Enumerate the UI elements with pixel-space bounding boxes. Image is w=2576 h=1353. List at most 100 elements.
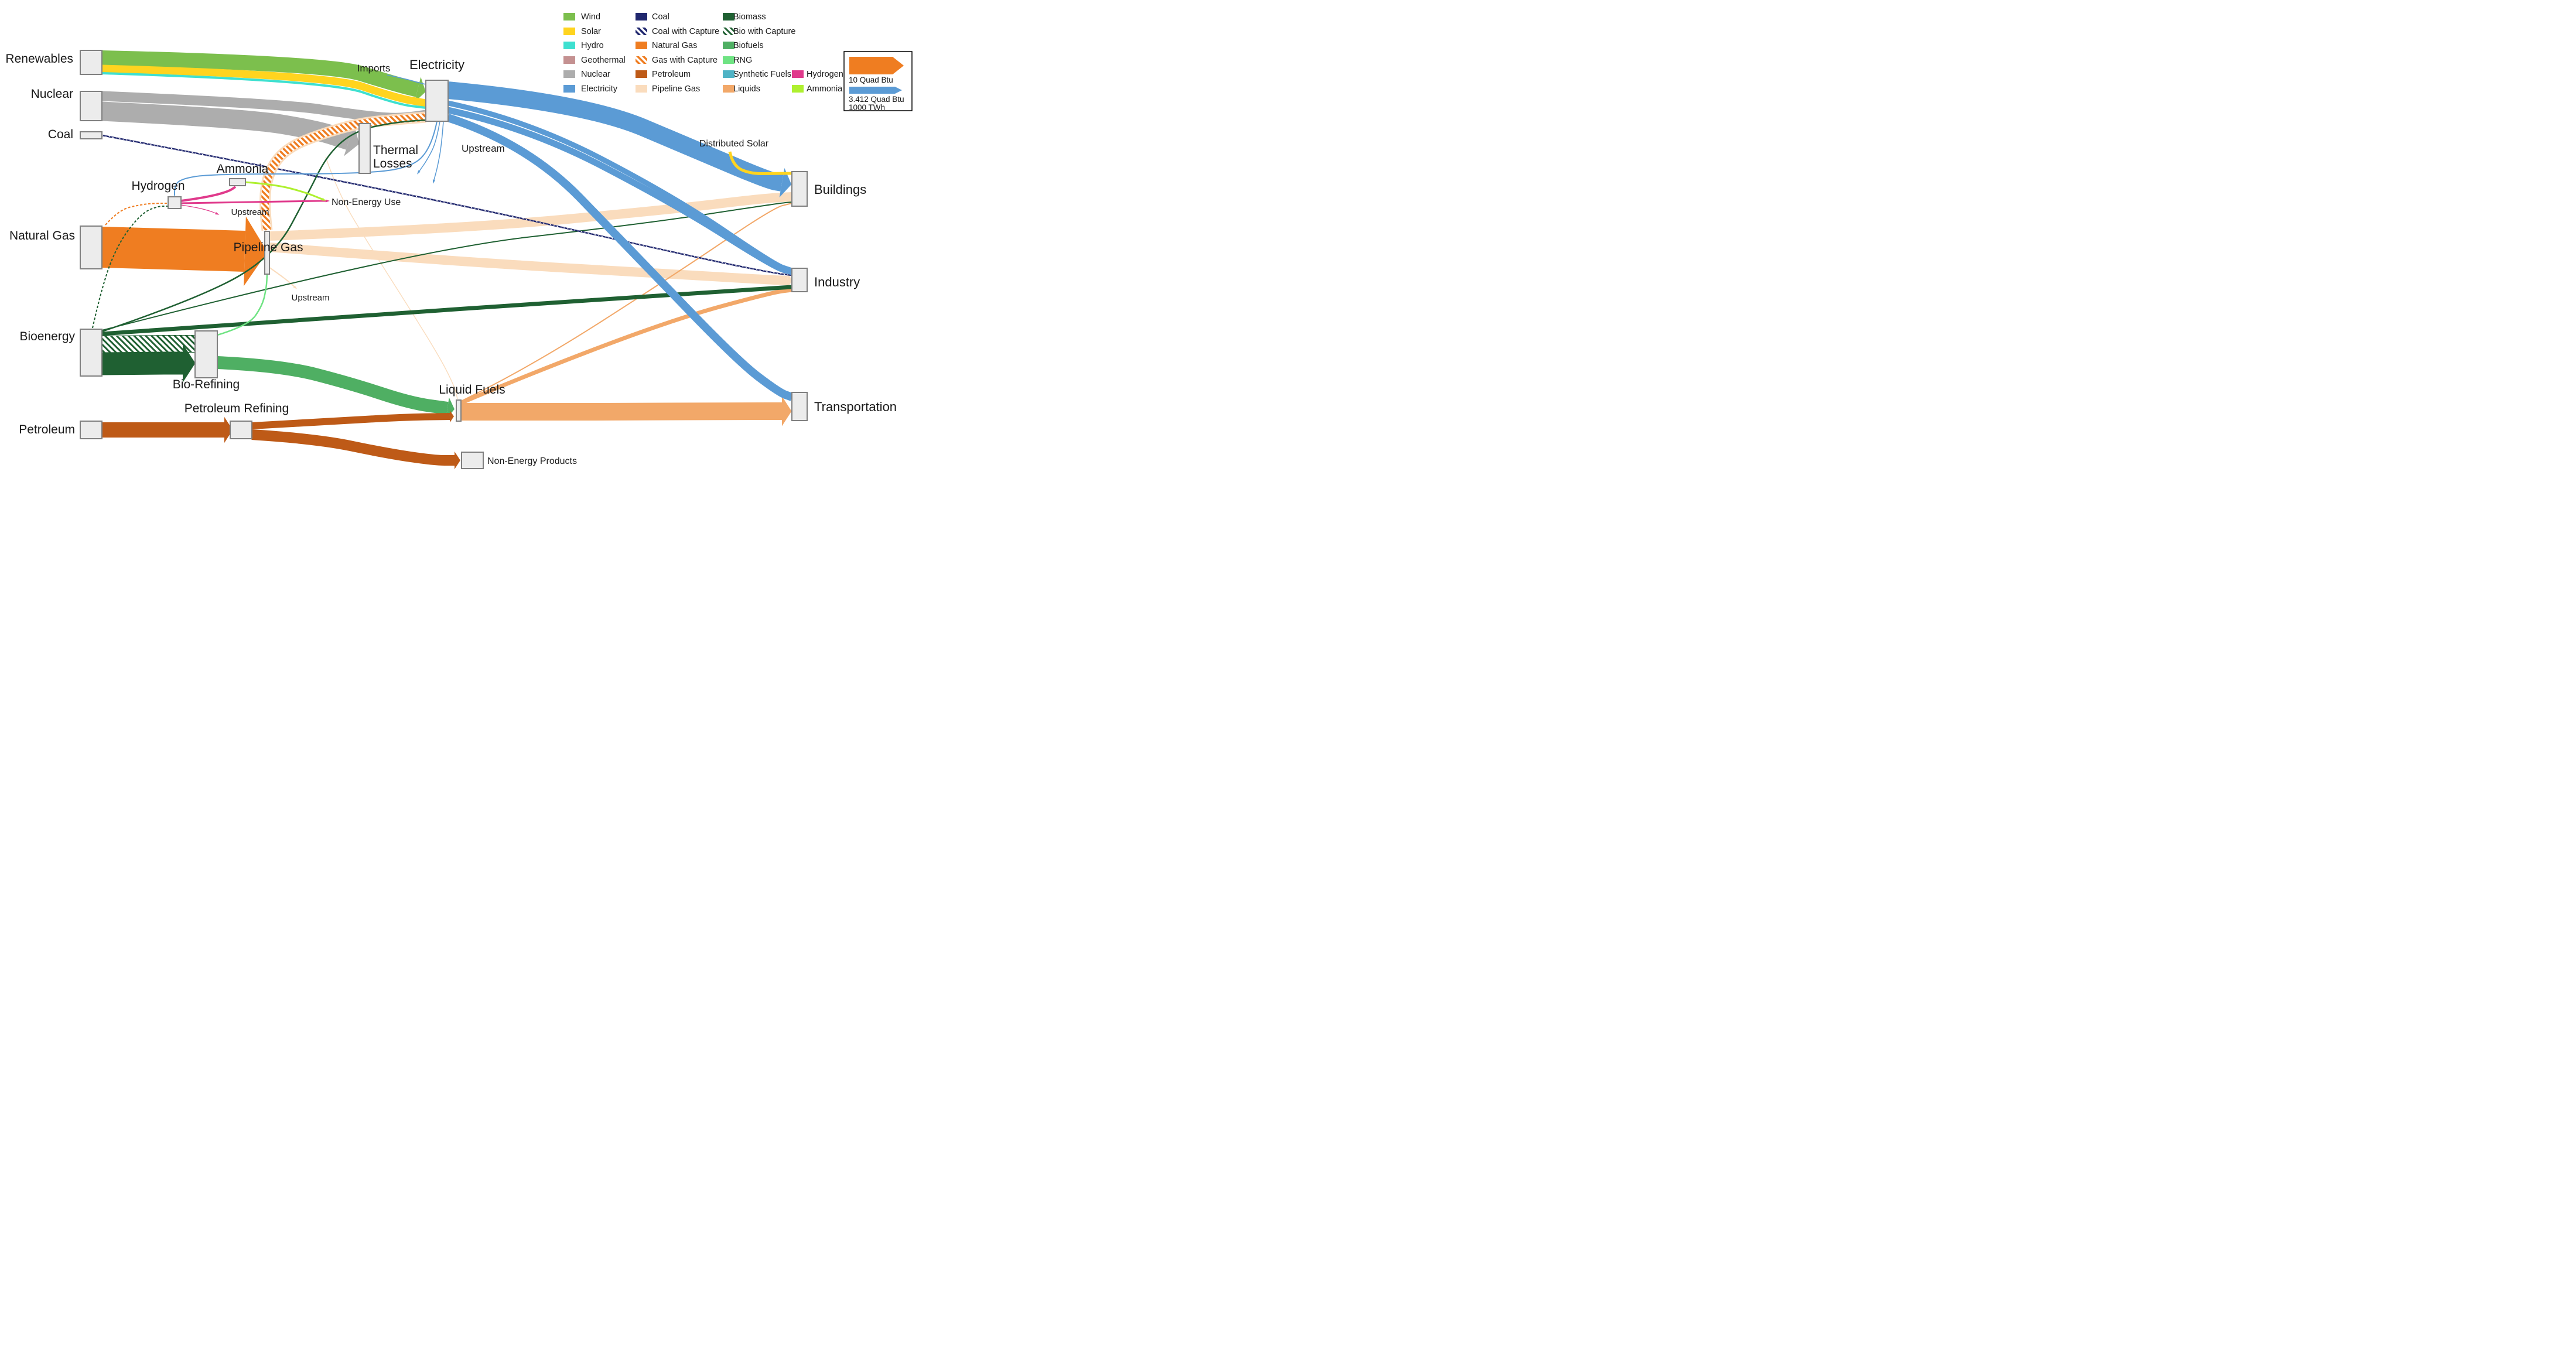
scale-label-quad: 10 Quad Btu — [849, 76, 893, 84]
legend-label: Gas with Capture — [652, 56, 718, 65]
legend-label: Natural Gas — [652, 41, 697, 50]
flow-pipeline-to-industry — [269, 242, 792, 289]
flow-electricity-to-hydrogen — [174, 121, 438, 196]
arrowhead — [322, 197, 326, 201]
legend-item-geothermal: Geothermal — [563, 56, 626, 65]
legend-label: Geothermal — [581, 56, 626, 65]
node-label-nuclear: Nuclear — [31, 87, 73, 101]
annotation-upstream-electricity-label: Upstream — [462, 143, 505, 154]
flow-natural-gas-to-hydrogen — [105, 203, 168, 226]
legend-item-bio-with-capture: Bio with Capture — [723, 27, 795, 36]
legend-swatch-icon — [723, 85, 734, 93]
node-label-bioenergy: Bioenergy — [19, 330, 75, 343]
node-non_energy_products — [461, 452, 484, 469]
flow-wind-to-electricity — [101, 50, 426, 102]
legend-label: Petroleum — [652, 70, 691, 79]
arrowhead — [779, 168, 792, 198]
node-label-transportation: Transportation — [814, 399, 897, 414]
legend-item-nuclear: Nuclear — [563, 70, 610, 79]
node-label-bio_refining: Bio-Refining — [173, 378, 240, 391]
node-label-petroleum: Petroleum — [19, 423, 75, 436]
legend-swatch-icon — [636, 85, 647, 93]
node-label-liquid_fuels: Liquid Fuels — [439, 383, 505, 397]
legend-swatch-hatch-icon — [636, 56, 647, 64]
legend-item-coal: Coal — [636, 12, 669, 22]
flow-distributed-solar-to-buildings — [728, 151, 792, 176]
flow-liquid-fuels-to-transportation — [461, 396, 792, 426]
node-ammonia — [229, 178, 246, 186]
node-layer — [80, 50, 808, 469]
arrowhead — [782, 396, 792, 426]
legend-swatch-icon — [636, 42, 647, 49]
legend-swatch-icon — [636, 70, 647, 78]
flow-electricity-to-industry-b — [447, 107, 793, 275]
legend-label: Ammonia — [807, 84, 843, 94]
node-label-petroleum_refining: Petroleum Refining — [185, 402, 289, 415]
flow-pipeline-to-upstream — [268, 266, 298, 289]
legend-item-ammonia: Ammonia — [792, 84, 843, 94]
node-label-renewables: Renewables — [5, 52, 73, 66]
legend-label: Wind — [581, 12, 600, 22]
legend-swatch-icon — [792, 85, 804, 93]
legend-swatch-icon — [563, 42, 575, 49]
node-petroleum_refining — [230, 421, 252, 439]
annotation-distributed-solar-label: Distributed Solar — [699, 139, 769, 149]
node-transportation — [791, 392, 808, 421]
flow-hydrogen-to-non-energy-use — [180, 199, 330, 204]
flow-coal-to-industry — [101, 134, 792, 276]
node-label-coal: Coal — [48, 128, 73, 141]
node-coal — [80, 131, 103, 139]
legend-swatch-hatch-icon — [723, 28, 734, 35]
legend-item-biomass: Biomass — [723, 12, 766, 22]
legend-item-natural-gas: Natural Gas — [636, 41, 697, 50]
legend-swatch-icon — [563, 56, 575, 64]
legend-item-wind: Wind — [563, 12, 600, 22]
node-hydrogen — [168, 196, 182, 209]
legend-item-pipeline-gas: Pipeline Gas — [636, 84, 700, 94]
legend-item-petroleum: Petroleum — [636, 70, 691, 79]
legend-swatch-icon — [636, 13, 647, 20]
flow-layer — [92, 50, 794, 470]
node-nuclear — [80, 91, 103, 121]
legend-item-biofuels: Biofuels — [723, 41, 764, 50]
arrowhead — [215, 211, 220, 215]
legend-label: Liquids — [733, 84, 760, 94]
flow-liquid-fuels-to-industry — [460, 288, 792, 405]
node-label-industry: Industry — [814, 275, 860, 289]
node-label-natural_gas: Natural Gas — [9, 229, 75, 242]
node-label-ammonia: Ammonia — [217, 162, 269, 176]
flow-gas-capture-to-electricity — [259, 111, 426, 231]
flow-bioenergy-to-industry — [101, 285, 792, 336]
node-bio_refining — [194, 330, 218, 378]
legend-label: Synthetic Fuels — [733, 70, 791, 79]
node-liquid_fuels — [456, 399, 462, 422]
legend-label: Hydrogen — [807, 70, 843, 79]
node-buildings — [791, 171, 808, 207]
legend-label: Coal — [652, 12, 669, 22]
node-electricity — [425, 80, 449, 122]
legend-label: Coal with Capture — [652, 27, 719, 36]
node-thermal_losses — [358, 123, 371, 174]
legend-item-coal-with-capture: Coal with Capture — [636, 27, 719, 36]
scale-label-elec1: 3.412 Quad Btu — [849, 95, 904, 104]
legend-item-synthetic-fuels: Synthetic Fuels — [723, 70, 791, 79]
node-industry — [791, 268, 808, 292]
flow-hydrogen-to-ammonia — [180, 186, 237, 202]
legend-label: RNG — [733, 56, 752, 65]
legend-item-hydro: Hydro — [563, 41, 604, 50]
legend-swatch-icon — [723, 13, 734, 20]
annotation-upstream-hydrogen-label: Upstream — [231, 207, 269, 217]
annotation-upstream-pipeline-label: Upstream — [291, 293, 329, 303]
legend-swatch-icon — [563, 28, 575, 35]
node-label-buildings: Buildings — [814, 182, 866, 197]
legend-item-gas-with-capture: Gas with Capture — [636, 56, 718, 65]
legend-label: Pipeline Gas — [652, 84, 700, 94]
legend-label: Electricity — [581, 84, 618, 94]
legend-label: Hydro — [581, 41, 604, 50]
scale-arrow-quad-icon — [849, 57, 904, 74]
flow-pipeline-to-liquid-fuels — [325, 156, 458, 399]
flow-electricity-upstream-1 — [416, 121, 440, 175]
arrowhead — [432, 179, 436, 184]
